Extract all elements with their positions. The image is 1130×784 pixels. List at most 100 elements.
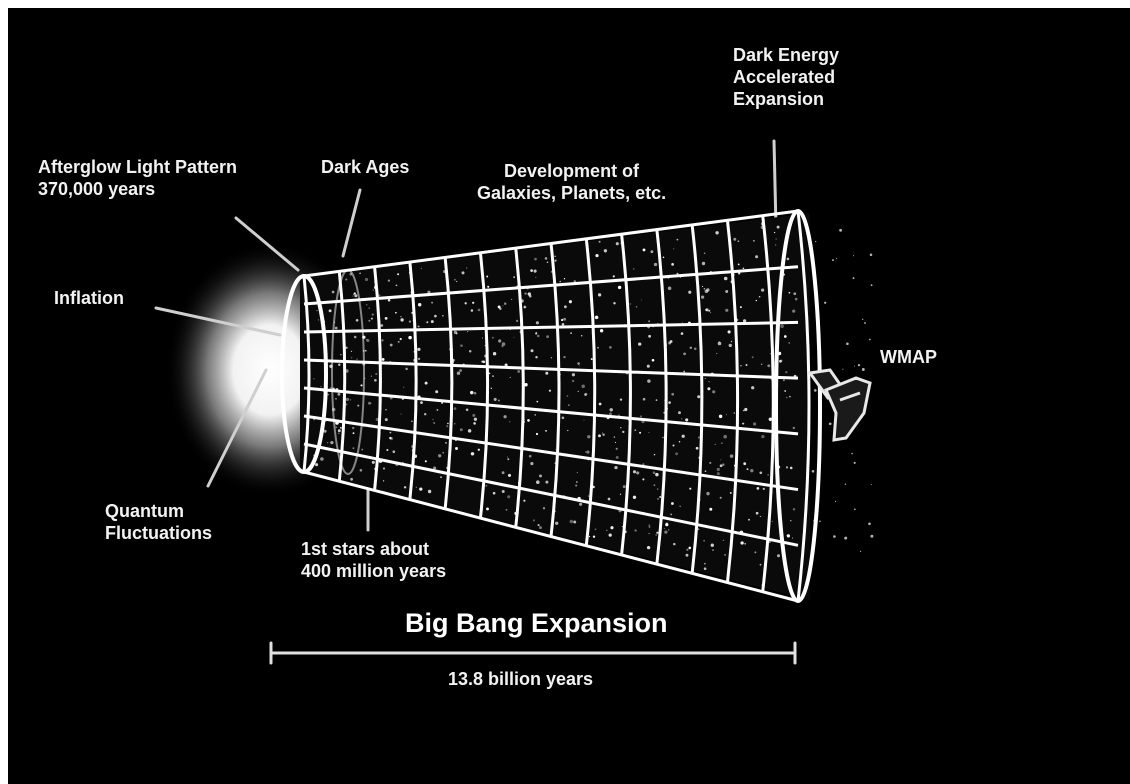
wmap-label: WMAP	[880, 347, 937, 367]
star-dot	[370, 317, 373, 320]
star-dot	[621, 526, 623, 528]
star-dot	[760, 363, 763, 366]
star-dot	[345, 346, 348, 349]
star-dot	[555, 521, 559, 525]
star-dot	[417, 325, 420, 328]
star-dot	[486, 507, 489, 511]
star-dot	[635, 305, 638, 308]
star-dot	[403, 386, 405, 388]
star-dot	[668, 529, 670, 531]
star-dot	[353, 335, 357, 339]
star-dot	[571, 373, 576, 377]
star-dot	[678, 411, 681, 415]
star-dot	[714, 443, 716, 446]
star-dot	[365, 338, 368, 341]
star-dot	[486, 275, 489, 278]
star-dot	[646, 545, 651, 550]
star-dot	[717, 341, 722, 346]
star-dot	[743, 462, 747, 466]
afterglow-pointer	[234, 216, 300, 272]
star-dot	[705, 308, 708, 312]
star-dot	[846, 342, 849, 346]
dark-ages-pointer	[341, 188, 362, 258]
star-dot	[708, 380, 710, 383]
star-dot	[408, 335, 412, 340]
star-dot	[435, 390, 439, 394]
star-dot	[870, 534, 874, 538]
grid-ring	[337, 271, 347, 482]
star-dot	[445, 442, 447, 444]
star-dot	[632, 495, 637, 499]
star-dot	[453, 330, 458, 335]
star-dot	[622, 430, 625, 434]
star-dot	[789, 466, 793, 470]
star-dot	[729, 454, 734, 458]
star-dot	[403, 486, 407, 489]
star-dot	[783, 335, 787, 338]
star-dot	[791, 537, 794, 539]
star-dot	[442, 315, 444, 317]
star-dot	[697, 436, 700, 439]
star-dot	[536, 334, 540, 338]
star-dot	[613, 436, 616, 438]
star-dot	[740, 541, 744, 545]
star-dot	[780, 324, 784, 329]
star-dot	[648, 431, 650, 434]
star-dot	[461, 271, 465, 275]
star-dot	[793, 292, 797, 296]
grid-ring	[373, 266, 382, 491]
star-dot	[686, 548, 689, 551]
star-dot	[659, 496, 662, 498]
star-dot	[609, 412, 612, 416]
star-dot	[580, 335, 583, 337]
star-dot	[578, 502, 583, 506]
star-dot	[532, 519, 535, 522]
star-dot	[742, 409, 745, 412]
star-dot	[655, 534, 658, 536]
star-dot	[854, 508, 856, 511]
star-dot	[697, 395, 701, 399]
star-dot	[842, 368, 844, 370]
star-dot	[634, 529, 637, 532]
star-dot	[657, 497, 660, 500]
star-dot	[436, 408, 439, 411]
star-dot	[387, 298, 391, 302]
star-dot	[648, 533, 650, 535]
star-dot	[405, 367, 408, 371]
star-dot	[535, 432, 539, 436]
star-dot	[554, 259, 557, 262]
star-dot	[366, 338, 370, 343]
star-dot	[378, 294, 381, 297]
star-dot	[513, 336, 515, 338]
star-dot	[568, 404, 570, 406]
star-dot	[728, 343, 732, 348]
star-dot	[427, 290, 431, 294]
star-dot	[456, 371, 461, 375]
star-dot	[334, 326, 338, 330]
star-dot	[355, 318, 359, 322]
star-dot	[622, 485, 626, 489]
universe-expansion-diagram	[154, 139, 874, 665]
star-dot	[575, 484, 578, 487]
star-dot	[704, 470, 707, 473]
star-dot	[420, 401, 423, 404]
star-dot	[536, 400, 539, 403]
star-dot	[638, 342, 642, 346]
star-dot	[860, 550, 862, 552]
star-dot	[648, 526, 651, 528]
star-dot	[642, 478, 645, 481]
star-dot	[712, 549, 714, 551]
star-dot	[678, 440, 681, 443]
star-dot	[598, 434, 601, 438]
star-dot	[504, 363, 508, 367]
star-dot	[679, 505, 681, 507]
star-dot	[498, 339, 502, 343]
star-dot	[527, 292, 531, 296]
star-dot	[501, 489, 505, 494]
grid-line	[303, 265, 799, 306]
star-dot	[468, 350, 472, 353]
star-dot	[782, 379, 785, 382]
star-dot	[459, 428, 463, 432]
star-dot	[619, 398, 623, 401]
star-dot	[662, 436, 664, 439]
